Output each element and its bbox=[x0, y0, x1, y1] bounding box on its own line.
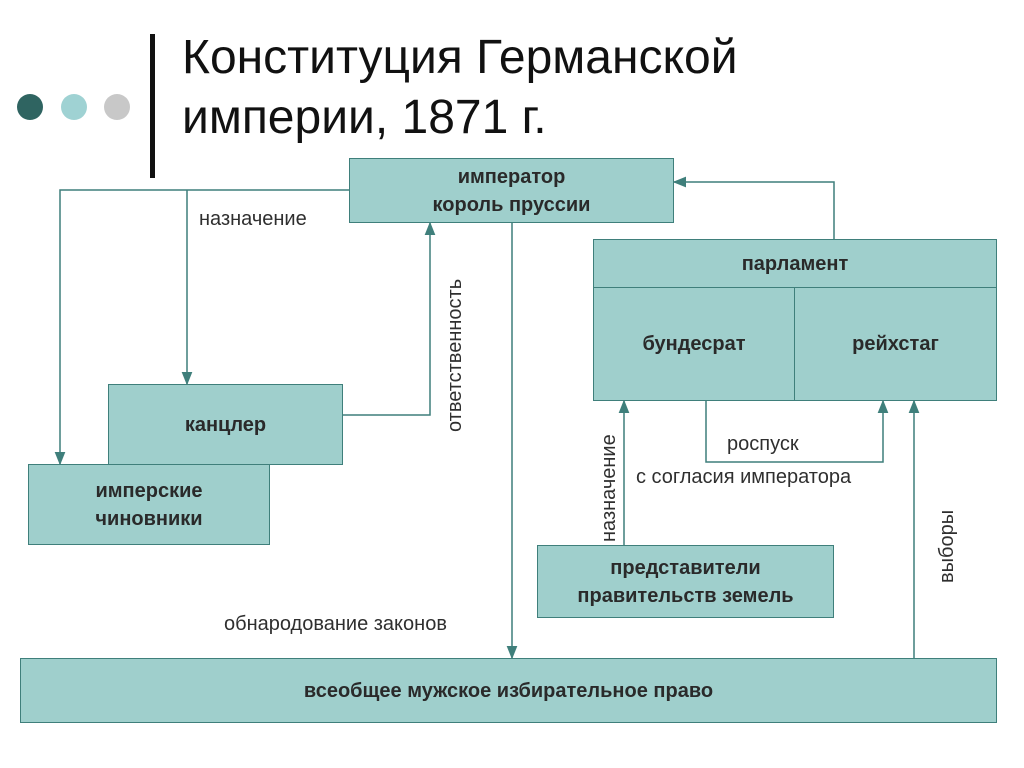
connector-group bbox=[54, 176, 920, 660]
title-divider bbox=[150, 34, 155, 178]
label-elections: выборы bbox=[936, 509, 958, 583]
label-promulgation: обнародование законов bbox=[224, 613, 447, 635]
arrow-parliament-to-emperor bbox=[672, 176, 835, 240]
label-appointment-top: назначение bbox=[199, 208, 307, 230]
decor-dot-dark bbox=[17, 94, 43, 120]
arrow-dissolution bbox=[705, 399, 889, 463]
representatives-label-line2: правительств земель bbox=[577, 584, 794, 607]
slide-title-line1: Конституция Германской bbox=[182, 31, 738, 84]
label-dissolution: роспуск bbox=[727, 433, 799, 455]
emperor-label-line2: король пруссии bbox=[432, 193, 591, 216]
emperor-box: император король пруссии bbox=[349, 158, 674, 223]
parliament-header: парламент bbox=[594, 240, 996, 288]
chancellor-label: канцлер bbox=[184, 413, 267, 436]
officials-label-line2: чиновники bbox=[95, 507, 203, 530]
chancellor-box: канцлер bbox=[108, 384, 343, 465]
decor-dot-light bbox=[61, 94, 87, 120]
reichstag-label: рейхстаг bbox=[852, 333, 939, 355]
bundesrat-label: бундесрат bbox=[642, 333, 746, 355]
arrow-emperor-to-officials bbox=[54, 189, 349, 466]
representatives-label-line1: представители bbox=[610, 556, 761, 579]
suffrage-box: всеобщее мужское избирательное право bbox=[20, 658, 997, 723]
bundesrat-cell: бундесрат bbox=[594, 288, 795, 400]
label-consent: с согласия императора bbox=[636, 466, 852, 488]
slide-title: Конституция Германской империи, 1871 г. bbox=[182, 28, 982, 148]
officials-label-line1: имперские bbox=[95, 479, 203, 502]
suffrage-label: всеобщее мужское избирательное право bbox=[303, 679, 714, 702]
reichstag-cell: рейхстаг bbox=[795, 288, 996, 400]
slide-title-line2: империи, 1871 г. bbox=[182, 91, 547, 144]
representatives-box: представители правительств земель bbox=[537, 545, 834, 618]
label-appointment-side: назначение bbox=[598, 434, 620, 542]
arrow-chancellor-to-emperor bbox=[342, 221, 436, 416]
emperor-label-line1: император bbox=[457, 165, 566, 188]
officials-box: имперские чиновники bbox=[28, 464, 270, 545]
label-responsibility: ответственность bbox=[444, 278, 466, 432]
decor-dot-gray bbox=[104, 94, 130, 120]
parliament-box: парламент бундесрат рейхстаг bbox=[593, 239, 997, 401]
parliament-label: парламент bbox=[741, 252, 849, 275]
